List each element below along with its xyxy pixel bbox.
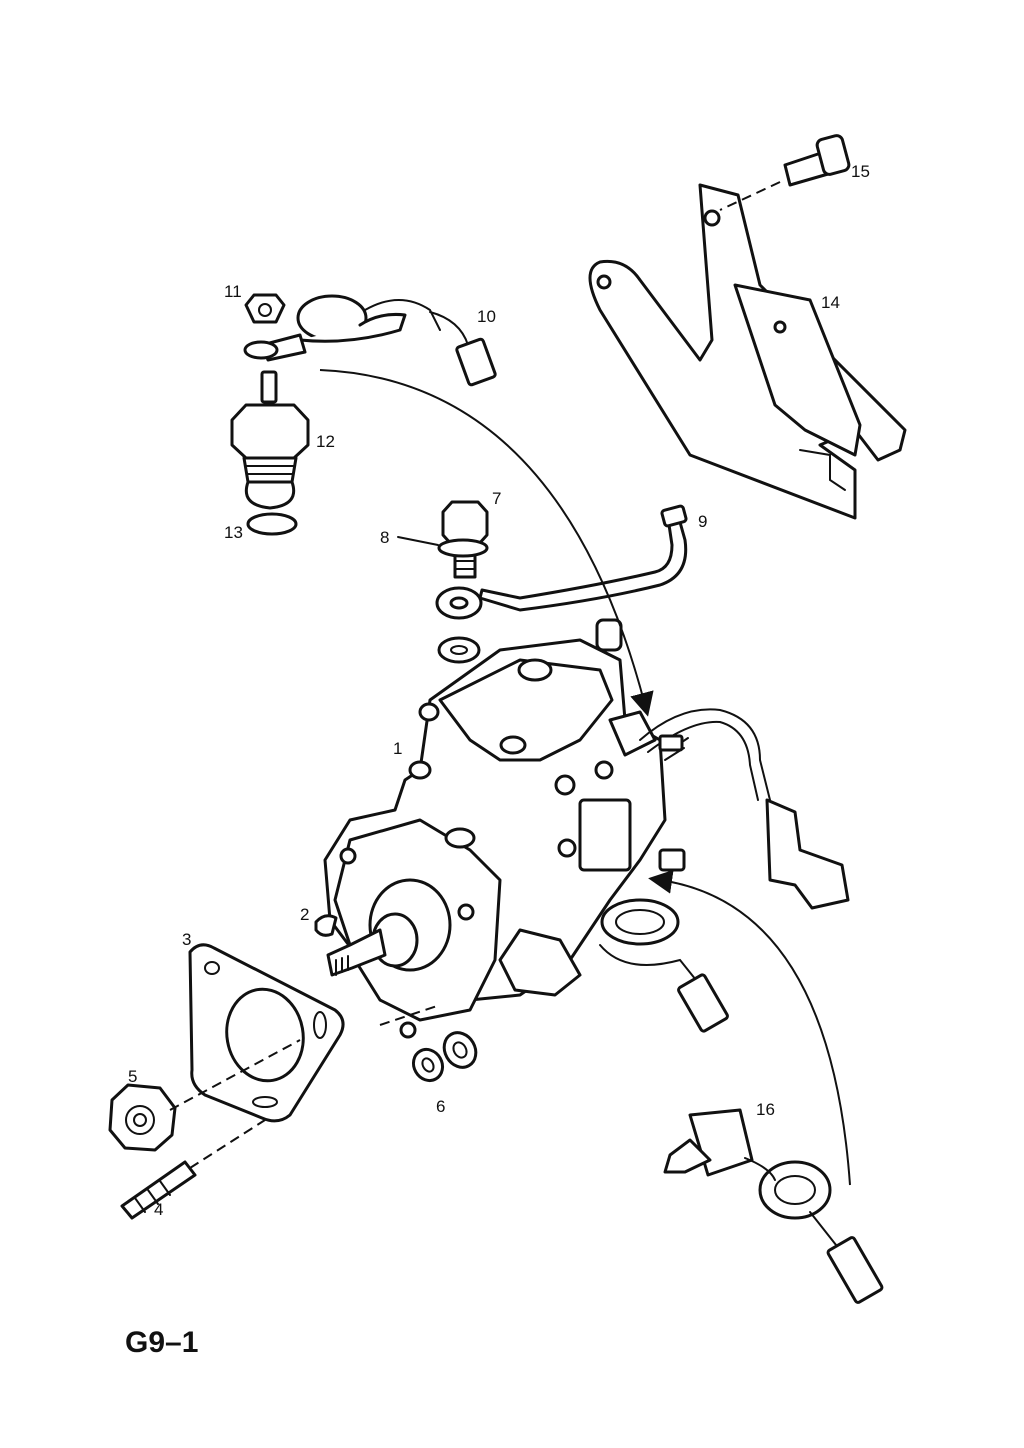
- callout-14: 14: [821, 293, 840, 312]
- callout-6: 6: [436, 1097, 445, 1116]
- flange-nut-drawing: [108, 1083, 177, 1152]
- flange-gasket-drawing: [188, 943, 345, 1123]
- callout-5: 5: [128, 1067, 137, 1086]
- leader-8: [397, 536, 439, 546]
- callout-8: 8: [380, 528, 389, 547]
- wiring-lead-drawing: [260, 294, 497, 387]
- callout-2: 2: [300, 905, 309, 924]
- callout-1: 1: [393, 739, 402, 758]
- callout-4: 4: [154, 1200, 163, 1219]
- mounting-bracket-drawing: [588, 183, 907, 520]
- callout-12: 12: [316, 432, 335, 451]
- callout-15: 15: [851, 162, 870, 181]
- return-pipe-drawing: [435, 504, 688, 664]
- arrow-sensor-to-pump: [648, 869, 851, 1186]
- woodruff-key-drawing: [314, 914, 338, 937]
- sensor-lead-drawing: [599, 898, 729, 1033]
- terminal-nut-drawing: [243, 293, 286, 360]
- callout-10: 10: [477, 307, 496, 326]
- callout-3: 3: [182, 930, 191, 949]
- needle-lift-sensor-drawing: [663, 1108, 884, 1304]
- callout-9: 9: [698, 512, 707, 531]
- assembly-line: [169, 1039, 301, 1111]
- injection-pump-drawing: [323, 618, 850, 1039]
- stop-solenoid-drawing: [230, 370, 310, 510]
- callout-13: 13: [224, 523, 243, 542]
- arrow-solenoid-to-pump: [319, 369, 654, 717]
- assembly-line: [379, 1004, 441, 1026]
- stud-drawing: [120, 1160, 197, 1220]
- assembly-line: [189, 1119, 266, 1169]
- washers-drawing: [411, 1031, 478, 1083]
- callout-16: 16: [756, 1100, 775, 1119]
- callout-7: 7: [492, 489, 501, 508]
- o-ring-drawing: [246, 512, 298, 536]
- sealing-washer-drawing: [437, 538, 489, 558]
- page-code: G9–1: [125, 1326, 198, 1359]
- callout-11: 11: [224, 282, 242, 301]
- bracket-bolt-drawing: [719, 134, 851, 211]
